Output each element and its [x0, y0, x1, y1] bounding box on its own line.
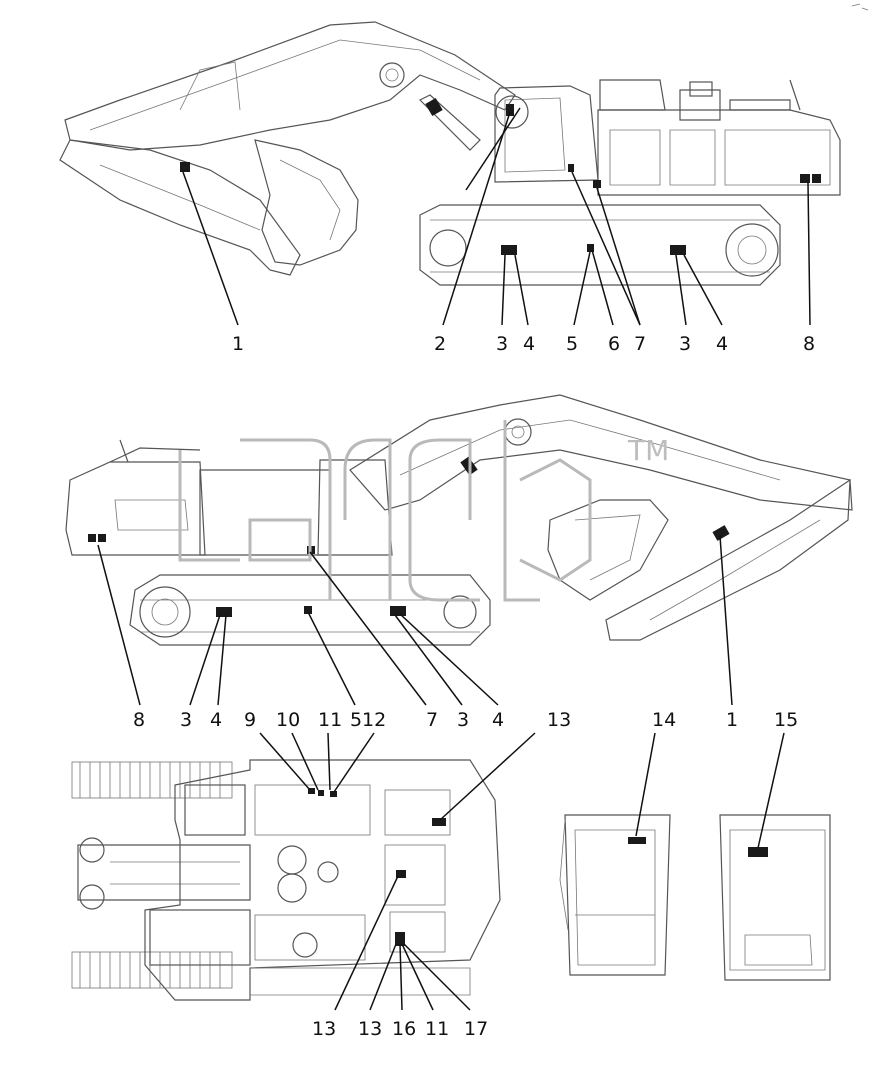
upper-structure-top — [144, 759, 501, 1001]
callout: 4 — [492, 709, 504, 731]
bucket — [547, 499, 669, 601]
callout: 1 — [726, 709, 738, 731]
callout: 1 — [232, 333, 244, 355]
leader-lines-v1 — [182, 107, 811, 326]
cab-interior-view-1 — [559, 814, 671, 976]
callout: 7 — [426, 709, 438, 731]
boom — [64, 21, 516, 151]
callouts-v3: 9 10 11 12 13 13 13 16 11 17 14 15 — [244, 709, 798, 1040]
callout: 3 — [496, 333, 508, 355]
callout: 15 — [774, 709, 798, 731]
watermark: TM — [178, 420, 669, 602]
callout: 3 — [679, 333, 691, 355]
callout: 5 — [566, 333, 578, 355]
callout: 12 — [362, 709, 386, 731]
track-top-left — [71, 761, 233, 799]
upper-structure — [65, 461, 206, 556]
callout: 5 — [350, 709, 362, 731]
excavator-side-view-right — [59, 21, 841, 286]
callout: 3 — [457, 709, 469, 731]
callout: 11 — [318, 709, 342, 731]
cab-interior-view-2 — [719, 814, 831, 981]
excavator-side-view-left — [65, 394, 853, 646]
callouts-v2: 8 3 4 5 7 3 4 1 — [133, 709, 738, 731]
callout: 4 — [210, 709, 222, 731]
callout: 2 — [434, 333, 446, 355]
track-frame — [419, 204, 781, 286]
callout: 11 — [425, 1018, 449, 1040]
boom — [349, 394, 853, 511]
boom-top — [77, 844, 251, 901]
cab — [317, 459, 393, 556]
callout: 16 — [392, 1018, 416, 1040]
callout: 4 — [523, 333, 535, 355]
bucket — [254, 139, 359, 266]
callout: 8 — [803, 333, 815, 355]
callout: 13 — [312, 1018, 336, 1040]
callout: 13 — [547, 709, 571, 731]
callout: 3 — [180, 709, 192, 731]
leader-lines-v3 — [259, 732, 785, 1011]
callout: 6 — [608, 333, 620, 355]
callout: 17 — [464, 1018, 488, 1040]
excavator-top-view — [71, 759, 501, 1001]
callout: 10 — [276, 709, 300, 731]
watermark-tm: TM — [627, 434, 669, 467]
callout: 9 — [244, 709, 256, 731]
cab — [494, 85, 599, 183]
arm — [605, 478, 851, 641]
callouts-v1: 1 2 3 4 5 6 7 3 4 8 — [232, 333, 815, 355]
callout: 8 — [133, 709, 145, 731]
callout: 7 — [634, 333, 646, 355]
track-top-right — [71, 951, 233, 989]
callout: 4 — [716, 333, 728, 355]
leader-lines-v2 — [97, 535, 733, 706]
arm — [59, 139, 301, 276]
callout: 14 — [652, 709, 676, 731]
callout: 13 — [358, 1018, 382, 1040]
corner-mark — [851, 3, 869, 11]
